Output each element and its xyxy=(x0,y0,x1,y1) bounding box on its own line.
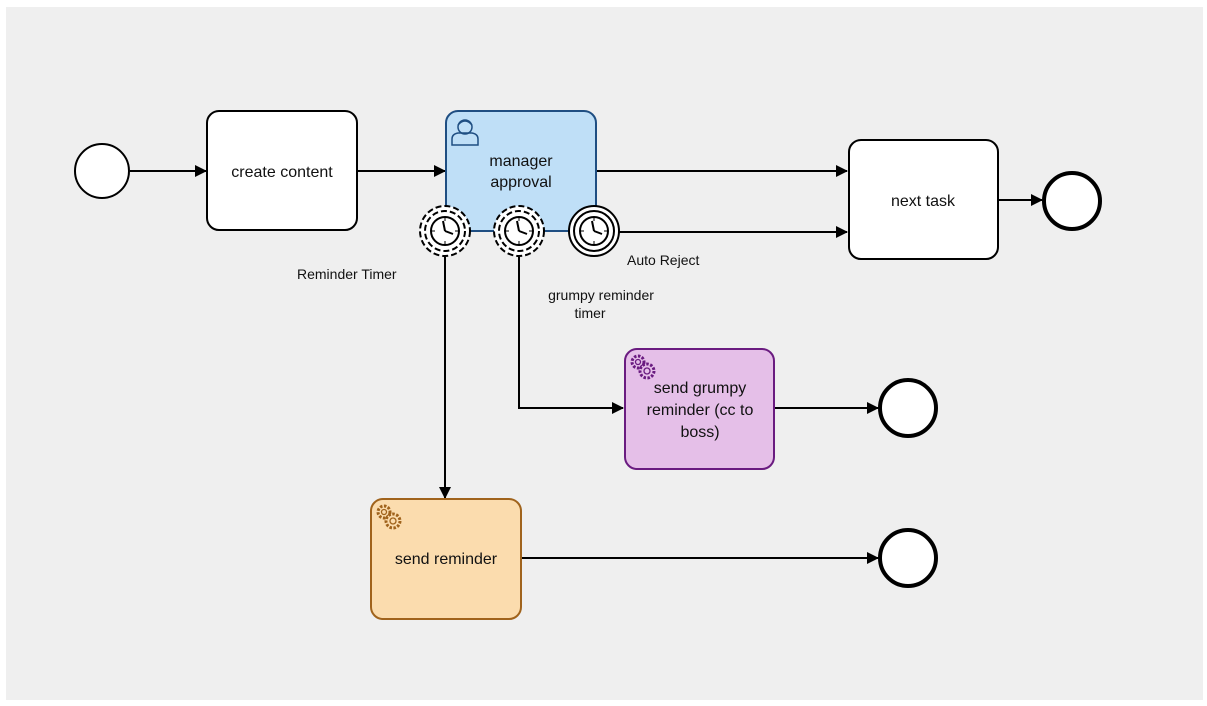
task-label-line-3: boss) xyxy=(680,424,719,441)
task-label: create content xyxy=(231,164,333,181)
auto-reject-label: Auto Reject xyxy=(627,252,699,268)
reminder-timer-label: Reminder Timer xyxy=(297,266,397,282)
flow-grumpy-timer-to-send-grumpy-reminder[interactable] xyxy=(518,257,624,414)
start-event[interactable] xyxy=(74,143,130,199)
grumpy-reminder-timer-label-line-2: timer xyxy=(574,305,605,321)
user-icon xyxy=(451,119,479,146)
clock-icon xyxy=(504,216,534,246)
task-label: next task xyxy=(891,193,956,210)
task-create-content[interactable]: create content xyxy=(206,110,358,231)
auto-reject-timer-event[interactable] xyxy=(568,205,620,257)
end-event-grumpy[interactable] xyxy=(878,378,938,438)
reminder-timer-event[interactable] xyxy=(419,205,471,257)
bpmn-diagram: create content manager approval next tas… xyxy=(74,110,1102,620)
sequence-flows xyxy=(130,165,1043,564)
end-event-main[interactable] xyxy=(1042,171,1102,231)
task-label: send reminder xyxy=(395,551,498,568)
grumpy-reminder-timer-label-line-1: grumpy reminder xyxy=(548,287,654,303)
task-manager-approval[interactable]: manager approval xyxy=(445,110,597,232)
task-label-line-2: approval xyxy=(490,174,551,191)
gear-icon xyxy=(376,504,402,530)
grumpy-reminder-timer-event[interactable] xyxy=(493,205,545,257)
clock-icon xyxy=(579,216,609,246)
task-next-task[interactable]: next task xyxy=(848,139,999,260)
end-event-reminder[interactable] xyxy=(878,528,938,588)
clock-icon xyxy=(430,216,460,246)
task-label-line-1: manager xyxy=(489,153,553,170)
gear-icon xyxy=(630,354,656,380)
diagram-canvas: create content manager approval next tas… xyxy=(6,7,1203,700)
task-label-line-2: reminder (cc to xyxy=(647,402,754,419)
task-send-reminder[interactable]: send reminder xyxy=(370,498,522,620)
task-label-line-1: send grumpy xyxy=(654,380,747,397)
task-send-grumpy-reminder[interactable]: send grumpy reminder (cc to boss) xyxy=(624,348,775,470)
